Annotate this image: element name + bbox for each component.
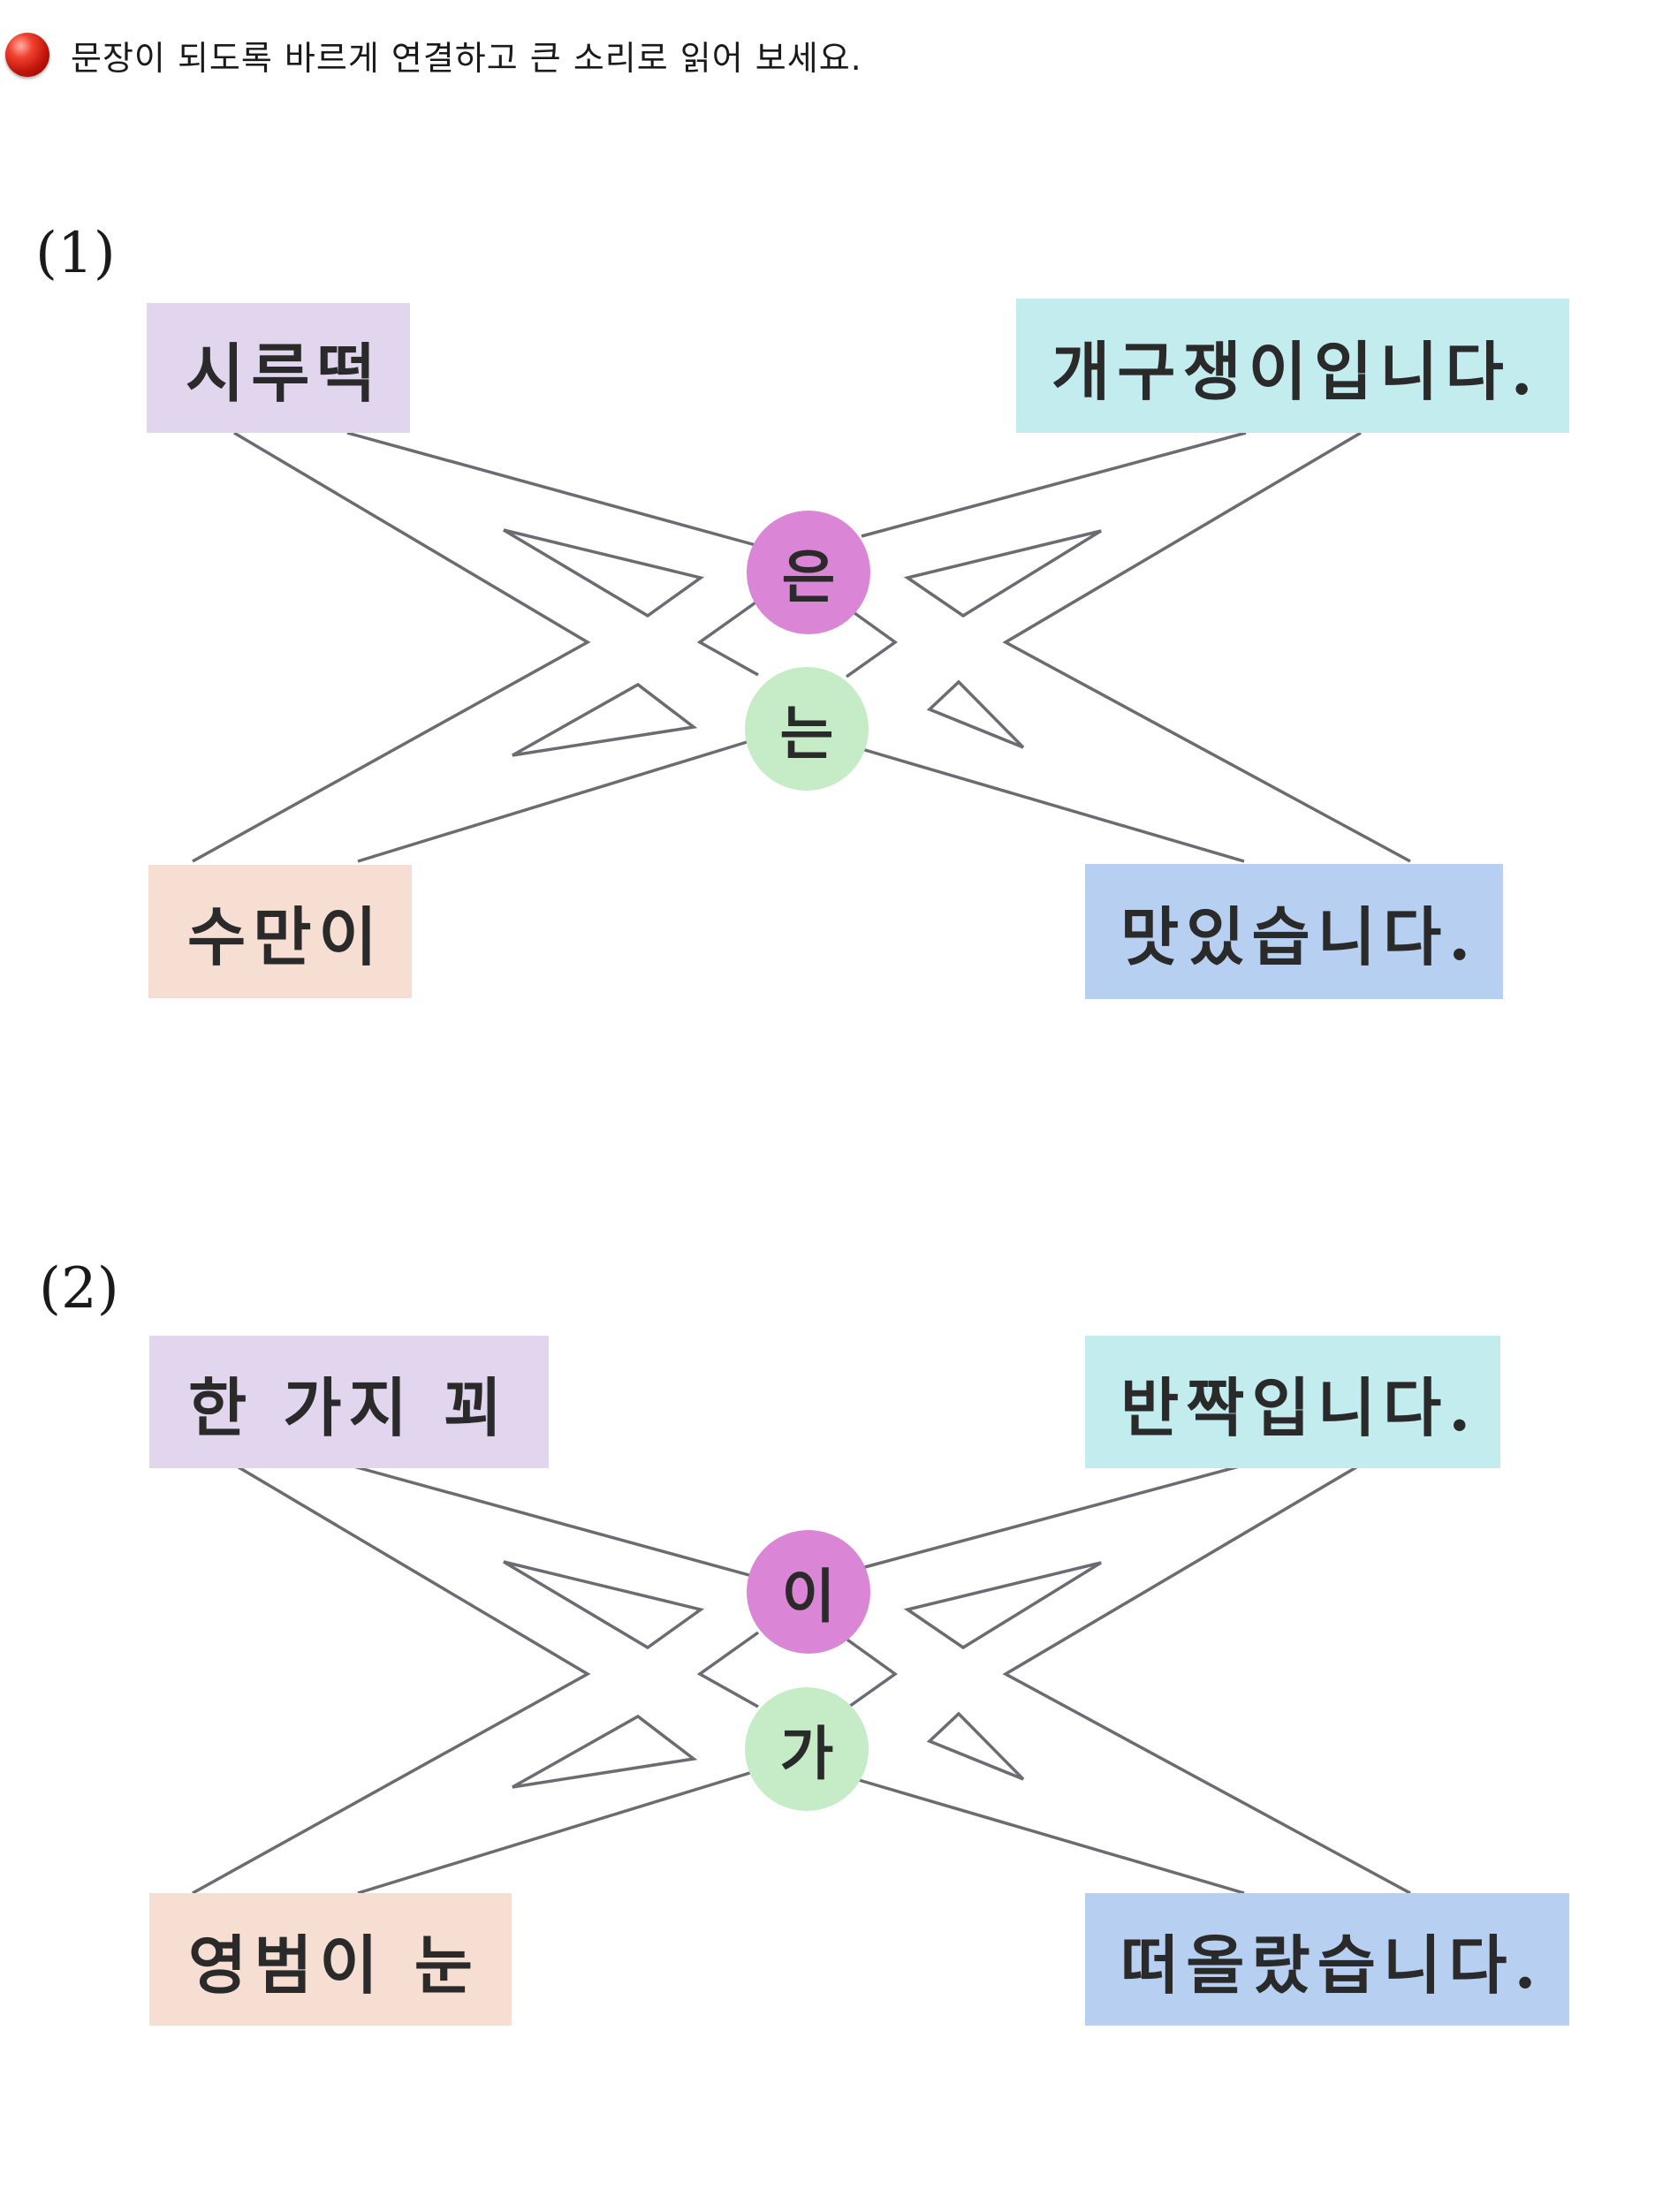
particle-circle-bottom-2[interactable]: 가 bbox=[745, 1687, 869, 1811]
exercise-number-1: (1) bbox=[35, 221, 116, 286]
outer-right-line bbox=[1002, 431, 1411, 863]
word-box-bottom-right-1[interactable]: 맛있습니다. bbox=[1085, 864, 1503, 999]
particle-circle-top-1[interactable]: 은 bbox=[747, 511, 870, 634]
connector-lines-2 bbox=[192, 1463, 1411, 1895]
word-box-top-left-1[interactable]: 시루떡 bbox=[147, 303, 410, 433]
connector-lines-1 bbox=[192, 431, 1411, 863]
instruction-text: 문장이 되도록 바르게 연결하고 큰 소리로 읽어 보세요. bbox=[71, 38, 862, 78]
particle-circle-top-2[interactable]: 이 bbox=[747, 1530, 870, 1654]
word-box-top-right-2[interactable]: 반짝입니다. bbox=[1085, 1336, 1500, 1468]
particle-label: 이 bbox=[781, 1562, 836, 1631]
red-sphere-bullet-icon bbox=[5, 33, 49, 77]
line-tr-to-top-circle bbox=[861, 431, 1247, 538]
word-box-top-right-1[interactable]: 개구쟁이입니다. bbox=[1016, 299, 1569, 433]
word-box-bottom-right-2[interactable]: 떠올랐습니다. bbox=[1085, 1893, 1569, 2026]
word-label: 개구쟁이입니다. bbox=[1051, 333, 1540, 409]
word-label: 반짝입니다. bbox=[1120, 1369, 1478, 1445]
outer-left-line bbox=[192, 431, 591, 863]
instruction-line: 문장이 되도록 바르게 연결하고 큰 소리로 읽어 보세요. bbox=[5, 30, 862, 80]
word-box-bottom-left-2[interactable]: 영범이 눈 bbox=[149, 1893, 512, 2026]
triangle-upper-left bbox=[503, 528, 705, 618]
word-label: 수만이 bbox=[187, 899, 384, 974]
triangle-lower-right bbox=[926, 679, 1025, 749]
word-box-bottom-left-1[interactable]: 수만이 bbox=[148, 865, 412, 998]
line-br-to-bottom-circle bbox=[858, 746, 1245, 863]
particle-label: 은 bbox=[781, 542, 836, 611]
line-tr-to-top-circle bbox=[861, 1463, 1247, 1570]
triangle-lower-left bbox=[512, 1714, 698, 1789]
triangle-lower-left bbox=[512, 682, 698, 757]
word-label: 시루떡 bbox=[186, 336, 383, 411]
outer-right-line bbox=[1002, 1463, 1411, 1895]
triangle-upper-right bbox=[903, 1561, 1102, 1650]
word-label: 맛있습니다. bbox=[1120, 899, 1478, 974]
word-box-top-left-2[interactable]: 한 가지 꾀 bbox=[149, 1336, 549, 1468]
inner-right-chevron bbox=[843, 604, 899, 678]
particle-label: 는 bbox=[779, 699, 834, 768]
line-tl-to-top-circle bbox=[346, 431, 756, 547]
inner-left-chevron bbox=[696, 1631, 760, 1708]
exercise-number-2: (2) bbox=[39, 1256, 119, 1322]
triangle-lower-right bbox=[926, 1711, 1025, 1781]
triangle-upper-left bbox=[503, 1560, 705, 1650]
word-label: 영범이 눈 bbox=[188, 1927, 481, 2003]
line-bl-to-bottom-circle bbox=[357, 738, 756, 863]
inner-right-chevron bbox=[843, 1636, 899, 1710]
inner-left-chevron bbox=[696, 599, 760, 677]
particle-label: 가 bbox=[779, 1719, 834, 1788]
line-tl-to-top-circle bbox=[346, 1463, 756, 1579]
word-label: 한 가지 꾀 bbox=[188, 1369, 510, 1445]
outer-left-line bbox=[192, 1463, 591, 1895]
line-bl-to-bottom-circle bbox=[357, 1769, 756, 1895]
word-label: 떠올랐습니다. bbox=[1120, 1927, 1544, 2003]
triangle-upper-right bbox=[903, 529, 1102, 618]
line-br-to-bottom-circle bbox=[858, 1778, 1245, 1895]
particle-circle-bottom-1[interactable]: 는 bbox=[745, 667, 869, 791]
